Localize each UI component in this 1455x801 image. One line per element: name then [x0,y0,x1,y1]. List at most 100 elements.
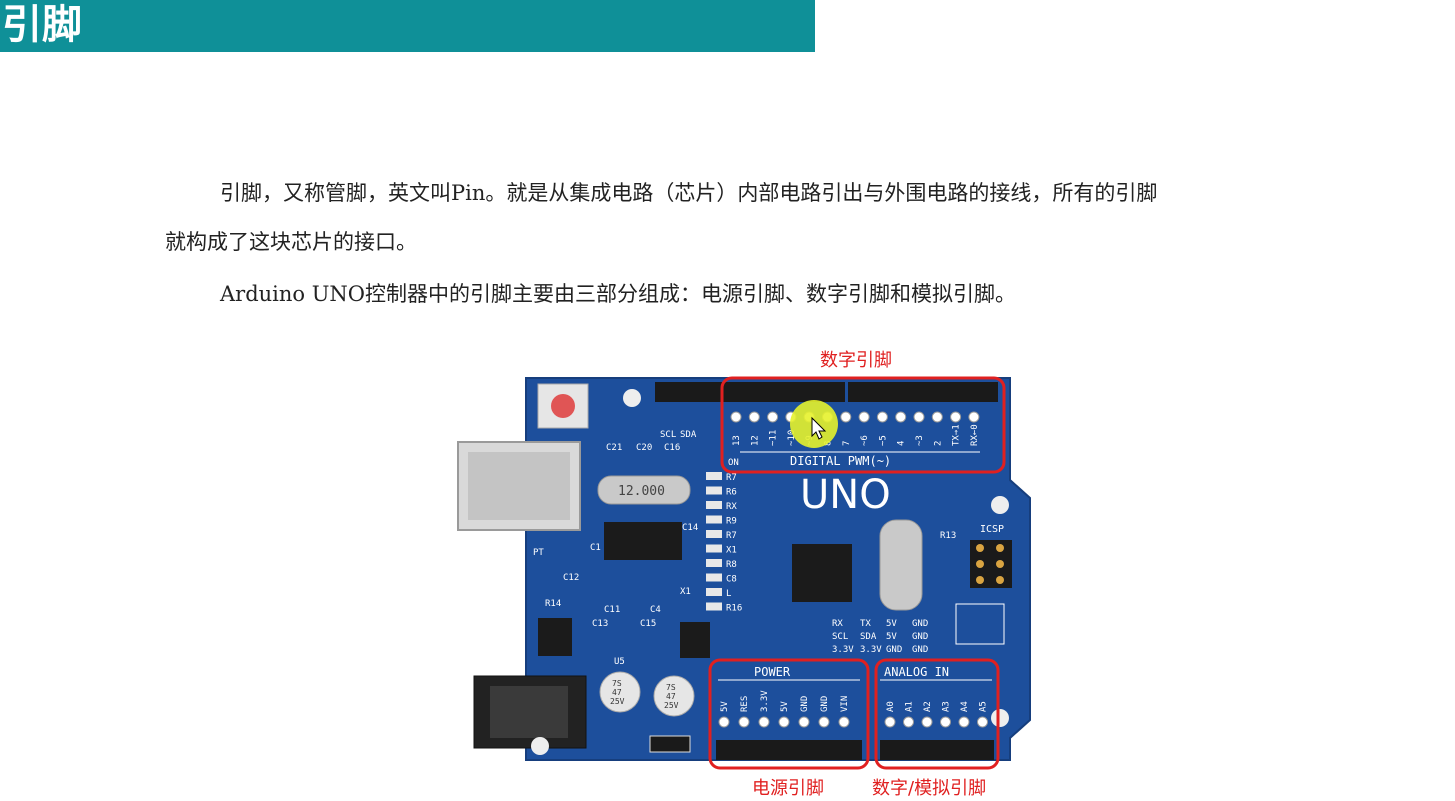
icsp-label: ICSP [980,524,1004,535]
side-label: R7 [726,473,737,483]
sda-label: SDA [680,430,697,440]
analog-header [880,740,994,760]
cap1-text-3: 25V [610,697,625,706]
usb-chip [604,522,682,560]
pin-hole [840,411,852,423]
pin-hole [931,411,943,423]
r14-label: R14 [545,599,561,609]
small-pin-label: GND [912,619,928,629]
power-pin-holes [718,716,850,728]
c14-label: C14 [682,523,698,533]
pin-label: ~5 [878,435,888,446]
side-label: R6 [726,488,737,498]
pin-hole [758,716,770,728]
cap2-text-2: 47 [666,692,676,701]
pin-hole [958,716,970,728]
pin-hole [903,716,914,728]
pin-hole [818,716,830,728]
regulator-u5 [538,618,572,656]
pin-label: A0 [886,701,896,712]
pin-label: ~11 [769,430,779,446]
small-pin-label: 5V [886,632,897,642]
cap1-text-1: 7S [612,679,622,688]
pin-label: 12 [750,435,760,446]
paragraph-1-line-2: 就构成了这块芯片的接口。 [165,230,417,254]
c4-label: C4 [650,605,661,615]
paragraph-2: Arduino UNO控制器中的引脚主要由三部分组成：电源引脚、数字引脚和模拟引… [220,282,1017,306]
small-pin-label: SCL [832,632,848,642]
pin-hole [968,411,980,423]
on-led-label: ON [728,458,739,468]
small-pin-label: 3.3V [860,645,882,655]
cap-c20-label: C20 [636,443,652,453]
main-mcu [792,544,852,602]
cap1-text-2: 47 [612,688,622,697]
power-header-label: POWER [754,665,791,679]
pin-label: A3 [942,701,952,712]
pin-label: GND [800,696,810,712]
mouse-cursor-icon [811,416,827,440]
small-pin-label: 5V [886,619,897,629]
side-label: C8 [726,575,737,585]
paragraph-1-line-1: 引脚，又称管脚，英文叫Pin。就是从集成电路（芯片）内部电路引出与外围电路的接线… [220,181,1158,205]
cap2-text-3: 25V [664,701,679,710]
pin-label: RX←0 [970,424,980,446]
pin-hole [858,411,870,423]
cap2-text-1: 7S [666,683,676,692]
pin-hole [895,411,907,423]
pin-label: 8 [824,441,834,446]
pin-hole [876,411,888,423]
c15-label: C15 [640,619,656,629]
uno-logo: UNO [800,472,891,518]
analog-highlight-box [874,658,1000,770]
smd-component [706,472,722,480]
smd-component [706,515,722,524]
pin-label: A4 [960,701,970,712]
pin-label: A2 [923,701,933,712]
resonator [879,519,923,611]
c13-label: C13 [592,619,608,629]
pin-hole [884,716,896,728]
digital-header-left [655,382,845,402]
power-pins-callout: 电源引脚 [752,778,824,799]
c12-label: C12 [563,573,579,583]
pt-label: PT [533,548,544,558]
small-pin-label: RX [832,619,843,629]
small-pin-label: TX [860,619,871,629]
pin-hole [913,411,925,423]
smd-component [706,544,722,553]
pin-label: ~3 [915,435,925,446]
digital-pins-callout: 数字引脚 [820,350,892,371]
side-label: L [726,589,731,599]
icsp-header [970,540,1012,588]
cap-c16-label: C16 [664,443,680,453]
electrolytic-capacitor-1: 7S 47 25V [599,671,641,713]
pin-label: ~6 [860,435,870,446]
u5-label: U5 [614,657,625,667]
c11-label: C11 [604,605,620,615]
voltage-regulator [680,622,710,658]
pin-label: A5 [979,701,989,712]
smd-component [706,559,722,567]
pin-label: ~10 [787,430,797,446]
pin-label: 2 [933,441,943,446]
power-header [716,740,862,760]
pin-label: TX→1 [952,424,962,446]
pin-hole [950,411,962,423]
small-pin-label: GND [886,645,902,655]
title-bar: 引脚 [0,0,815,52]
small-pin-label: SDA [860,632,877,642]
pin-label: 4 [897,441,907,446]
pin-label: 13 [732,435,742,446]
x1-label: X1 [680,587,691,597]
pin-label: GND [820,696,830,712]
crystal-oscillator [597,475,691,505]
pin-label: VIN [840,696,850,712]
digital-highlight-box [720,376,1006,474]
electrolytic-capacitor-2: 7S 47 25V [653,675,695,717]
smd-component [706,486,722,495]
pin-hole [838,716,850,728]
